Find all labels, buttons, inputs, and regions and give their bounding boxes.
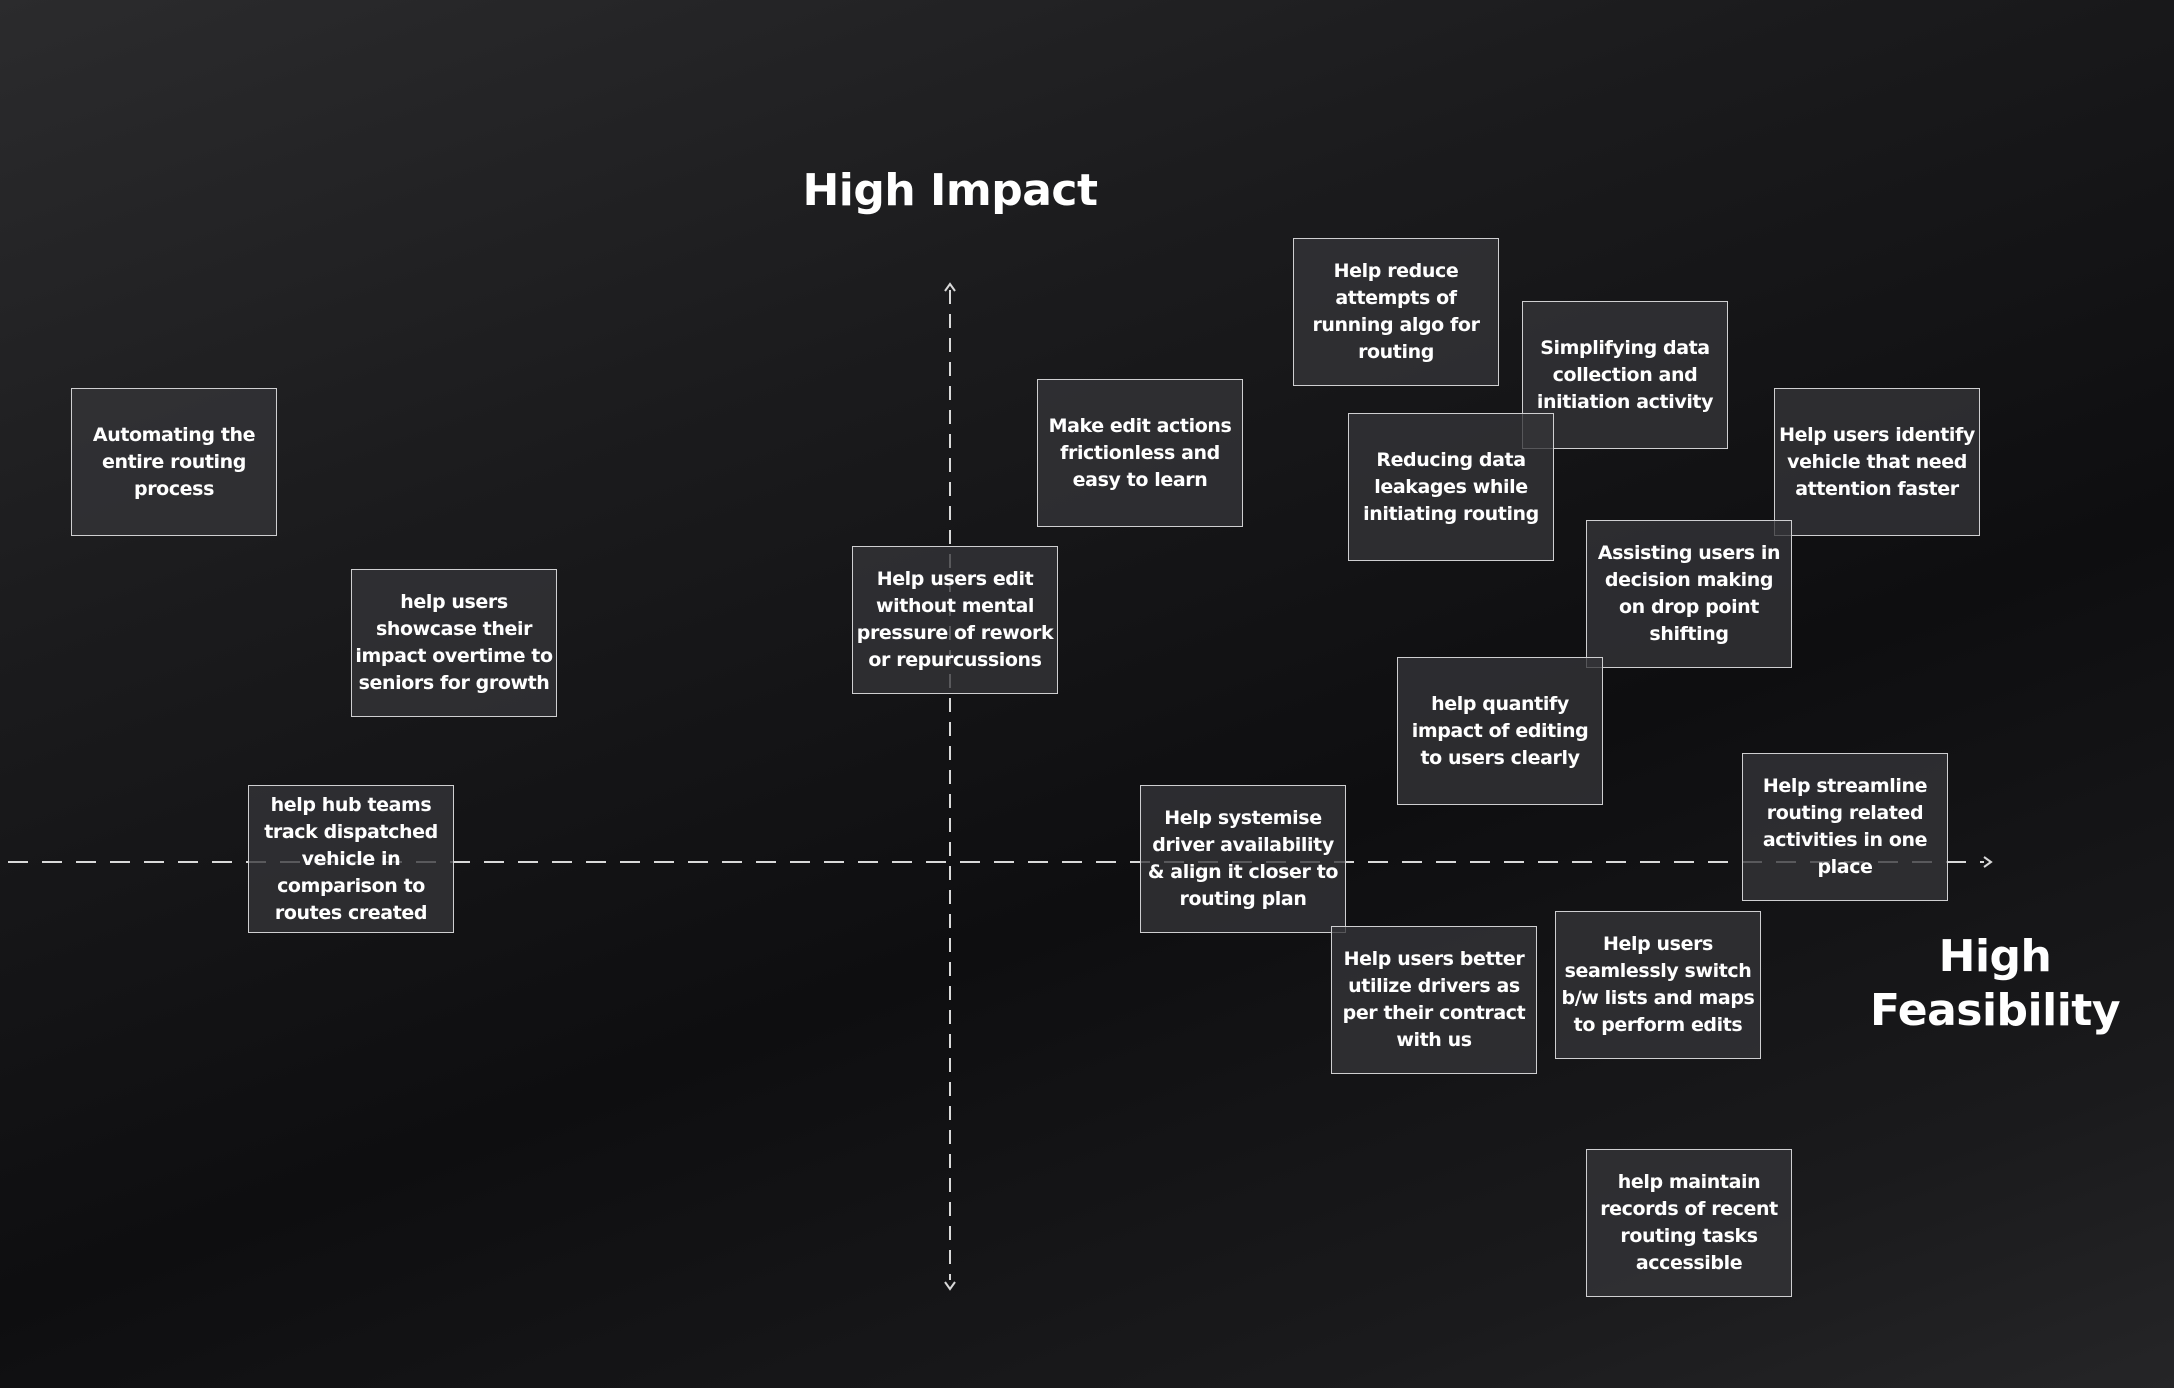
card-automating-routing[interactable]: Automating the entire routing process [71, 388, 277, 536]
horizontal-axis-arrow-right [1983, 856, 1993, 868]
card-reduce-attempts[interactable]: Help reduce attempts of running algo for… [1293, 238, 1499, 386]
card-identify-vehicle[interactable]: Help users identify vehicle that need at… [1774, 388, 1980, 536]
vertical-axis-arrow-up [944, 282, 956, 292]
card-switch-lists-maps[interactable]: Help users seamlessly switch b/w lists a… [1555, 911, 1761, 1059]
card-quantify-impact[interactable]: help quantify impact of editing to users… [1397, 657, 1603, 805]
card-reduce-leakages[interactable]: Reducing data leakages while initiating … [1348, 413, 1554, 561]
vertical-axis-arrow-down [944, 1281, 956, 1291]
card-drop-point-shifting[interactable]: Assisting users in decision making on dr… [1586, 520, 1792, 668]
card-edit-frictionless[interactable]: Make edit actions frictionless and easy … [1037, 379, 1243, 527]
card-utilize-drivers[interactable]: Help users better utilize drivers as per… [1331, 926, 1537, 1074]
card-systemise-driver[interactable]: Help systemise driver availability & ali… [1140, 785, 1346, 933]
card-maintain-records[interactable]: help maintain records of recent routing … [1586, 1149, 1792, 1297]
axis-label-high-feasibility: High Feasibility [1869, 931, 2121, 1036]
card-streamline-routing[interactable]: Help streamline routing related activiti… [1742, 753, 1948, 901]
card-showcase-impact[interactable]: help users showcase their impact overtim… [351, 569, 557, 717]
card-track-dispatched[interactable]: help hub teams track dispatched vehicle … [248, 785, 454, 933]
card-edit-without-pressure[interactable]: Help users edit without mental pressure … [852, 546, 1058, 694]
card-simplify-data[interactable]: Simplifying data collection and initiati… [1522, 301, 1728, 449]
axis-label-high-impact: High Impact [802, 165, 1098, 216]
